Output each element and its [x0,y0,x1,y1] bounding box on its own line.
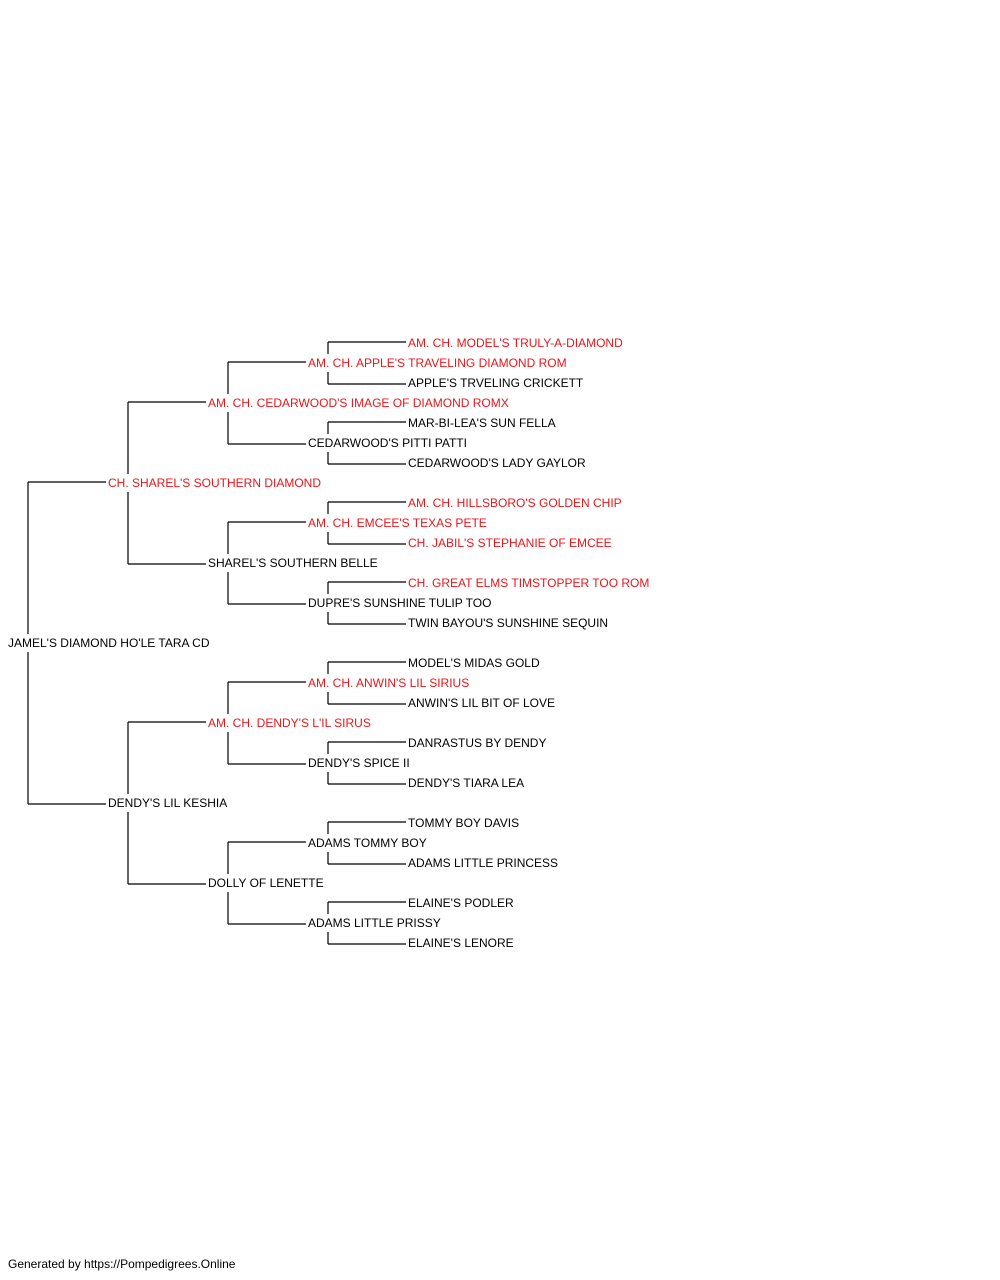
pedigree-entry-gen2: DOLLY OF LENETTE [208,876,324,890]
pedigree-entry-gen4: MODEL'S MIDAS GOLD [408,656,540,670]
pedigree-entry-gen2: SHAREL'S SOUTHERN BELLE [208,556,378,570]
pedigree-entry-gen3: AM. CH. EMCEE'S TEXAS PETE [308,516,487,530]
pedigree-entry-gen3: DUPRE'S SUNSHINE TULIP TOO [308,596,492,610]
pedigree-entry-gen3: AM. CH. APPLE'S TRAVELING DIAMOND ROM [308,356,567,370]
pedigree-entry-gen4: DENDY'S TIARA LEA [408,776,525,790]
pedigree-entry-gen4: CEDARWOOD'S LADY GAYLOR [408,456,586,470]
pedigree-entry-gen4: AM. CH. HILLSBORO'S GOLDEN CHIP [408,496,622,510]
pedigree-entry-gen2: AM. CH. DENDY'S L'IL SIRUS [208,716,371,730]
pedigree-entry-gen3: ADAMS LITTLE PRISSY [308,916,441,930]
pedigree-entry-gen4: DANRASTUS BY DENDY [408,736,547,750]
pedigree-entry-gen3: ADAMS TOMMY BOY [308,836,427,850]
pedigree-entry-gen0: JAMEL'S DIAMOND HO'LE TARA CD [8,636,210,650]
pedigree-entry-gen2: AM. CH. CEDARWOOD'S IMAGE OF DIAMOND ROM… [208,396,509,410]
pedigree-entry-gen4: APPLE'S TRVELING CRICKETT [408,376,584,390]
pedigree-entry-gen4: ADAMS LITTLE PRINCESS [408,856,559,870]
pedigree-entry-gen1: CH. SHAREL'S SOUTHERN DIAMOND [108,476,321,490]
pedigree-entry-gen4: CH. GREAT ELMS TIMSTOPPER TOO ROM [408,576,650,590]
pedigree-entry-gen4: TWIN BAYOU'S SUNSHINE SEQUIN [408,616,609,630]
pedigree-entry-gen3: CEDARWOOD'S PITTI PATTI [308,436,467,450]
pedigree-entry-gen4: TOMMY BOY DAVIS [408,816,520,830]
pedigree-entry-gen3: AM. CH. ANWIN'S LIL SIRIUS [308,676,470,690]
pedigree-entry-gen4: CH. JABIL'S STEPHANIE OF EMCEE [408,536,612,550]
pedigree-entry-gen4: ELAINE'S PODLER [408,896,514,910]
pedigree-entry-gen1: DENDY'S LIL KESHIA [108,796,228,810]
pedigree-entry-gen4: ELAINE'S LENORE [408,936,514,950]
pedigree-entry-gen3: DENDY'S SPICE II [308,756,410,770]
pedigree-entry-gen4: AM. CH. MODEL'S TRULY-A-DIAMOND [408,336,623,350]
pedigree-entry-gen4: MAR-BI-LEA'S SUN FELLA [408,416,556,430]
footer-credit: Generated by https://Pompedigrees.Online [8,1257,236,1271]
pedigree-entry-gen4: ANWIN'S LIL BIT OF LOVE [408,696,555,710]
